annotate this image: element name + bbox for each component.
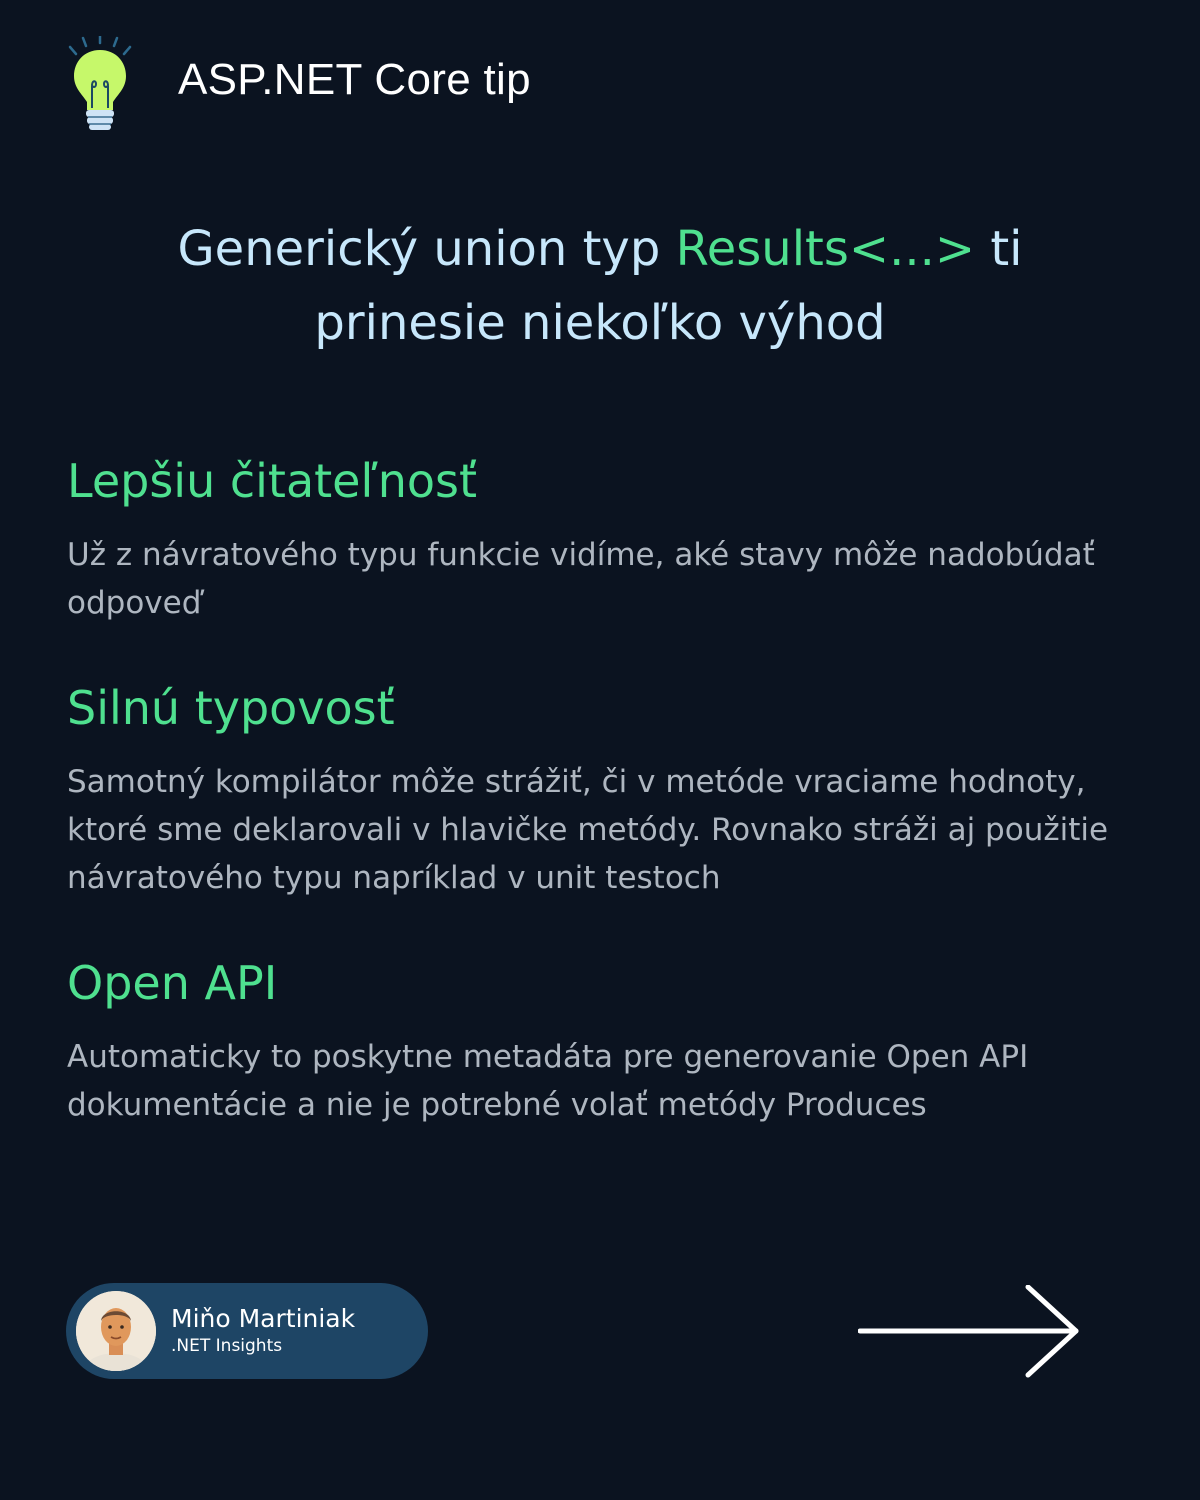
section-strong-typing: Silnú typovosť Samotný kompilátor môže s… [67,680,1157,902]
header: ASP.NET Core tip [62,36,531,136]
section-title: Open API [67,956,278,1010]
author-name: Miňo Martiniak [171,1304,356,1333]
section-text: Samotný kompilátor môže strážiť, či v me… [67,764,1109,896]
lightbulb-icon [68,36,132,130]
arrow-right-icon[interactable] [858,1285,1082,1379]
headline-text: Generický union typ [177,221,676,277]
header-title: ASP.NET Core tip [178,55,531,104]
avatar [76,1291,156,1371]
section-readability: Lepšiu čitateľnosť Už z návratového typu… [67,453,1157,627]
headline-accent: Results<...> [675,221,976,277]
headline-line-1: Generický union typ Results<...> ti [0,212,1200,286]
section-text: Automaticky to poskytne metadáta pre gen… [67,1039,1029,1123]
section-open-api: Open API Automaticky to poskytne metadát… [67,955,1157,1129]
section-text: Už z návratového typu funkcie vidíme, ak… [67,537,1095,621]
headline-text-end: ti [975,221,1023,277]
section-title: Lepšiu čitateľnosť [67,454,478,508]
headline: Generický union typ Results<...> ti prin… [0,212,1200,360]
section-title: Silnú typovosť [67,681,395,735]
author-subtitle: .NET Insights [171,1336,283,1356]
avatar-portrait [76,1291,156,1371]
headline-line-2: prinesie niekoľko výhod [314,295,886,351]
author-badge[interactable]: Miňo Martiniak .NET Insights [66,1283,428,1379]
